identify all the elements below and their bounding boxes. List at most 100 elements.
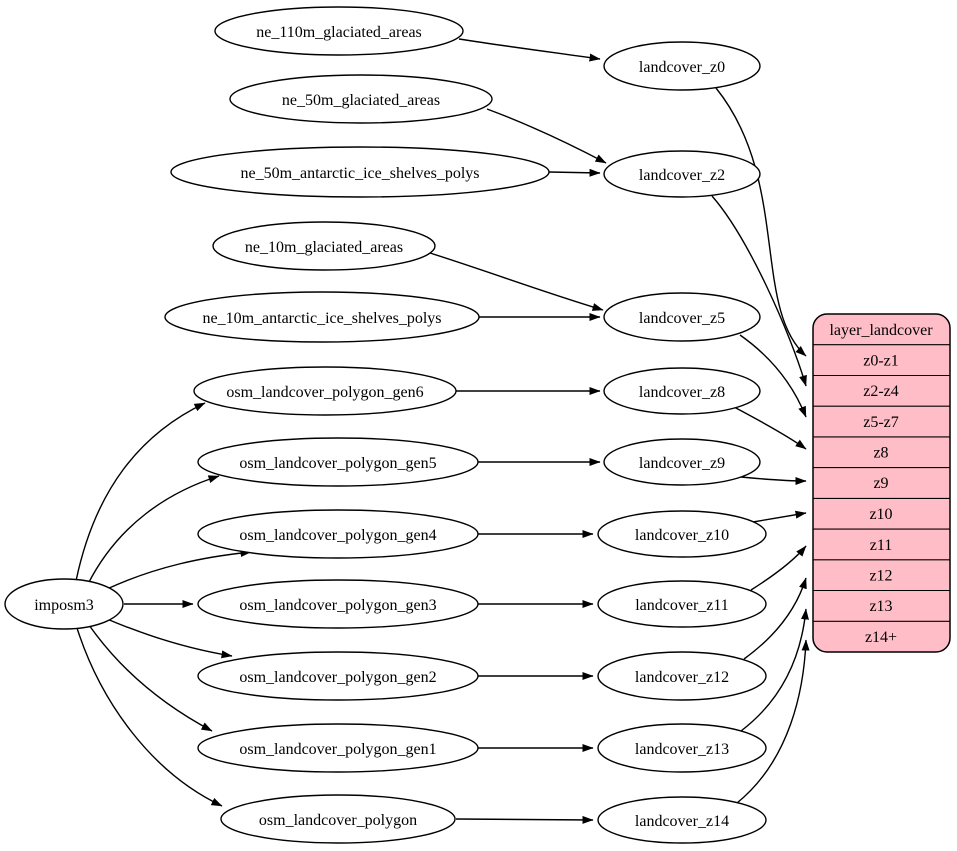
node-imposm3: imposm3 — [4, 578, 124, 630]
node-ne-10m-glaciated-areas: ne_10m_glaciated_areas — [212, 221, 436, 271]
node-landcover-z0: landcover_z0 — [603, 41, 761, 91]
osm-landcover-polygon-gen2-label: osm_landcover_polygon_gen2 — [239, 669, 436, 686]
node-landcover-z14: landcover_z14 — [597, 796, 767, 844]
edge-z9-to-row-z9 — [740, 476, 807, 485]
node-osm-landcover-polygon-gen4: osm_landcover_polygon_gen4 — [197, 509, 479, 559]
imposm3-label: imposm3 — [34, 597, 94, 614]
edge-ne110m-to-z0 — [458, 38, 601, 62]
landcover-z5-ellipse — [603, 292, 761, 342]
edges-group — [75, 38, 810, 824]
edge-ne50m-glaciated-to-z2 — [486, 108, 607, 164]
osm-landcover-polygon-ellipse — [220, 794, 456, 844]
landcover-z2-ellipse — [603, 150, 761, 198]
edge-imposm3-to-gen1 — [88, 624, 213, 732]
ne-50m-glaciated-areas-label: ne_50m_glaciated_areas — [282, 92, 440, 109]
node-osm-landcover-polygon-gen2: osm_landcover_polygon_gen2 — [197, 651, 479, 701]
osm-landcover-polygon-gen2-ellipse — [197, 651, 479, 701]
edge-z5-to-row-z5-z7 — [739, 334, 807, 418]
table-row-z2-z4: z2-z4 — [863, 383, 899, 400]
node-landcover-z12: landcover_z12 — [597, 651, 767, 701]
landcover-z9-label: landcover_z9 — [639, 455, 725, 472]
osm-landcover-polygon-gen3-ellipse — [197, 579, 479, 629]
node-ne-110m-glaciated-areas: ne_110m_glaciated_areas — [214, 6, 464, 56]
edge-z2-to-row-z2-z4 — [711, 195, 807, 387]
edge-ne50m-antarctic-to-z2 — [548, 168, 601, 177]
osm-landcover-polygon-gen6-label: osm_landcover_polygon_gen6 — [226, 384, 423, 401]
ne-110m-glaciated-areas-label: ne_110m_glaciated_areas — [256, 24, 422, 41]
node-ne-10m-antarctic-ice-shelves-polys: ne_10m_antarctic_ice_shelves_polys — [164, 291, 480, 343]
layer-landcover-title: layer_landcover — [829, 322, 933, 339]
table-row-z8: z8 — [873, 445, 888, 462]
ne-50m-glaciated-areas-ellipse — [229, 74, 493, 124]
ne-10m-glaciated-areas-label: ne_10m_glaciated_areas — [245, 239, 403, 256]
edge-z0-to-row-z0-z1 — [715, 87, 807, 357]
node-landcover-z13: landcover_z13 — [597, 723, 767, 773]
layer-landcover-frame — [812, 313, 951, 653]
ne-50m-antarctic-ice-shelves-polys-ellipse — [170, 146, 550, 198]
table-row-z9: z9 — [873, 475, 888, 492]
landcover-z13-label: landcover_z13 — [635, 741, 729, 758]
osm-landcover-polygon-gen6-ellipse — [193, 366, 457, 416]
osm-landcover-polygon-label: osm_landcover_polygon — [259, 812, 417, 829]
table-row-z5-z7: z5-z7 — [863, 414, 899, 431]
edge-imposm3-to-gen2 — [106, 618, 233, 659]
edge-polygon-to-z14 — [455, 815, 594, 824]
ne-10m-glaciated-areas-ellipse — [212, 221, 436, 271]
landcover-z2-label: landcover_z2 — [639, 167, 725, 184]
node-osm-landcover-polygon-gen6: osm_landcover_polygon_gen6 — [193, 366, 457, 416]
node-ne-50m-glaciated-areas: ne_50m_glaciated_areas — [229, 74, 493, 124]
table-layer-landcover: layer_landcover z0-z1 z2-z4 z5-z7 z8 z9 … — [812, 313, 951, 653]
landcover-z13-ellipse — [597, 723, 767, 773]
osm-landcover-polygon-gen4-ellipse — [197, 509, 479, 559]
landcover-z8-ellipse — [603, 367, 761, 415]
osm-landcover-polygon-gen5-ellipse — [197, 437, 479, 487]
table-row-z13: z13 — [869, 598, 892, 615]
node-landcover-z11: landcover_z11 — [597, 580, 767, 628]
edge-imposm3-to-gen4 — [106, 549, 252, 590]
edge-z14-to-row-z14plus — [736, 639, 810, 804]
landcover-z14-label: landcover_z14 — [635, 813, 729, 830]
table-row-z10: z10 — [869, 506, 892, 523]
node-ne-50m-antarctic-ice-shelves-polys: ne_50m_antarctic_ice_shelves_polys — [170, 146, 550, 198]
node-landcover-z10: landcover_z10 — [597, 510, 767, 558]
node-landcover-z8: landcover_z8 — [603, 367, 761, 415]
node-osm-landcover-polygon-gen3: osm_landcover_polygon_gen3 — [197, 579, 479, 629]
landcover-z8-label: landcover_z8 — [639, 384, 725, 401]
edge-ne10m-glaciated-to-z5 — [429, 252, 604, 311]
landcover-z12-label: landcover_z12 — [635, 669, 729, 686]
edge-z12-to-row-z12 — [743, 577, 807, 660]
table-row-z0-z1: z0-z1 — [863, 353, 899, 370]
ne-110m-glaciated-areas-ellipse — [214, 6, 464, 56]
ne-10m-antarctic-ice-shelves-polys-ellipse — [164, 291, 480, 343]
node-osm-landcover-polygon-gen5: osm_landcover_polygon_gen5 — [197, 437, 479, 487]
edge-z11-to-row-z11 — [750, 545, 807, 591]
edge-imposm3-to-gen5 — [87, 475, 220, 585]
osm-landcover-polygon-gen4-label: osm_landcover_polygon_gen4 — [239, 527, 436, 544]
landcover-z10-label: landcover_z10 — [635, 527, 729, 544]
landcover-z14-ellipse — [597, 796, 767, 844]
osm-landcover-polygon-gen1-label: osm_landcover_polygon_gen1 — [239, 741, 436, 758]
landcover-z9-ellipse — [603, 438, 761, 486]
edge-z10-to-row-z10 — [752, 510, 807, 523]
landcover-z0-ellipse — [603, 41, 761, 91]
landcover-z11-ellipse — [597, 580, 767, 628]
landcover-z10-ellipse — [597, 510, 767, 558]
table-row-z12: z12 — [869, 568, 892, 585]
osm-landcover-polygon-gen1-ellipse — [197, 723, 479, 773]
node-landcover-z2: landcover_z2 — [603, 150, 761, 198]
table-row-z14plus: z14+ — [865, 629, 897, 646]
landcover-z12-ellipse — [597, 651, 767, 701]
edge-imposm3-to-gen6 — [75, 402, 206, 582]
ne-50m-antarctic-ice-shelves-polys-label: ne_50m_antarctic_ice_shelves_polys — [240, 165, 479, 182]
landcover-z0-label: landcover_z0 — [639, 59, 725, 76]
landcover-z5-label: landcover_z5 — [639, 310, 725, 327]
edge-imposm3-to-polygon — [76, 627, 223, 807]
edge-z13-to-row-z13 — [740, 608, 809, 732]
node-osm-landcover-polygon: osm_landcover_polygon — [220, 794, 456, 844]
osm-landcover-polygon-gen3-label: osm_landcover_polygon_gen3 — [239, 597, 436, 614]
table-row-z11: z11 — [870, 537, 893, 554]
landcover-z11-label: landcover_z11 — [635, 597, 729, 614]
node-landcover-z9: landcover_z9 — [603, 438, 761, 486]
osm-landcover-polygon-gen5-label: osm_landcover_polygon_gen5 — [239, 455, 436, 472]
